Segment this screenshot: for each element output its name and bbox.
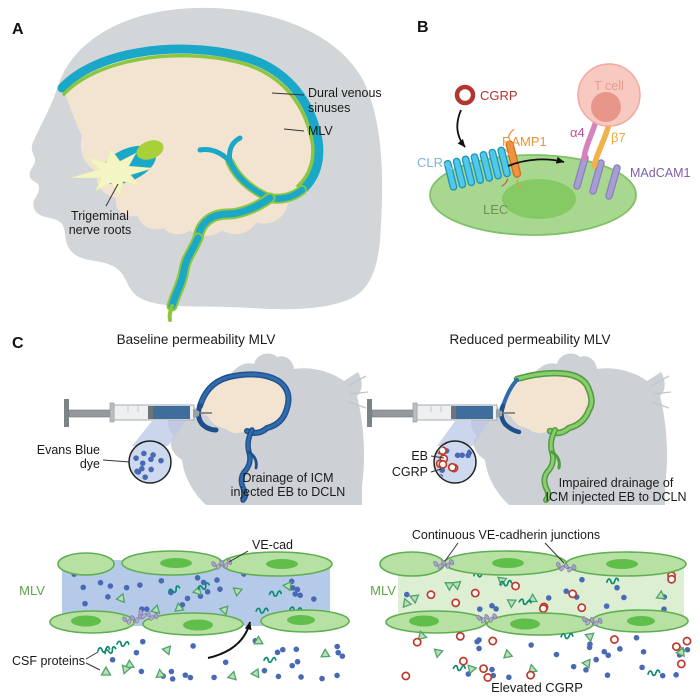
panel-b: B LEC CGRP RAMP1 CLR: [417, 19, 690, 236]
ramp1-leader-line: [504, 148, 512, 158]
cell-nuclei-right: [409, 558, 655, 630]
csf-leader-line-2: [85, 662, 101, 671]
mlv-label-left-vessel: MLV: [19, 583, 45, 598]
beta7-integrin: [591, 121, 612, 169]
panel-a: A Dural venous sinuses MLV Trigeminal ne…: [12, 7, 383, 322]
eb-leader-line: [430, 455, 445, 459]
drainage-left-line1: Drainage of ICM: [242, 471, 333, 485]
csf-leader-line-1: [85, 651, 99, 660]
panel-b-letter: B: [417, 19, 429, 36]
madcam1-label: MAdCAM1: [630, 166, 690, 180]
junction-leader-line-1: [444, 542, 459, 562]
signaling-arrow: [507, 156, 565, 167]
lec-nucleus: [502, 179, 576, 219]
csf-label: CSF proteins: [12, 654, 85, 668]
clr-leader-line: [442, 162, 455, 171]
evans-label-line1: Evans Blue: [37, 443, 100, 457]
entry-arrow: [207, 621, 252, 659]
csf-scatter-left: [104, 635, 346, 682]
left-title: Baseline permeability MLV: [117, 332, 276, 347]
right-title: Reduced permeability MLV: [449, 332, 610, 347]
alpha4-label: α4: [570, 125, 585, 140]
drainage-right-line1: Impaired drainage of: [559, 476, 674, 490]
mouse-brain-right: [501, 375, 590, 434]
cgrp-ligand-icon: [454, 84, 476, 106]
mlv-leader-line: [283, 128, 305, 132]
cgrp-label-right: CGRP: [392, 465, 428, 479]
panel-a-letter: A: [12, 21, 24, 38]
beta7-label: β7: [611, 130, 626, 145]
syringe-left: [64, 399, 212, 427]
evans-blue-dots: [133, 450, 164, 480]
drainage-left-line2: injected EB to DCLN: [231, 485, 346, 499]
vessel-lumen-contents-left: [71, 571, 317, 616]
lec-label: LEC: [483, 202, 508, 217]
panel-c: C Baseline permeability MLV Reduced perm…: [12, 332, 692, 695]
magnifier-circle-left: [128, 440, 172, 484]
ramp1-label: RAMP1: [502, 134, 547, 149]
dural-label-line2: sinuses: [308, 101, 350, 115]
cell-nuclei-left: [71, 558, 315, 631]
magnifier-cone-right: [437, 421, 489, 446]
reduced-mouse-illustration: [471, 353, 672, 505]
whiskers-left: [347, 375, 369, 409]
dural-sinus-crown: [57, 44, 324, 195]
evans-leader-line: [102, 459, 130, 463]
junction-leader-line-2: [544, 542, 565, 564]
t-cell-label: T cell: [594, 79, 624, 93]
drainage-right-line2: ICM injected EB to DCLN: [545, 490, 686, 504]
reduced-vessel: Continuous VE-cadherin junctions MLV Ele…: [370, 528, 692, 695]
trigeminal-label-line2: nerve roots: [69, 223, 132, 237]
vessel-lumen-contents-right: [402, 570, 677, 614]
dural-leader-line: [271, 92, 305, 96]
cgrp-leader-line-right: [430, 468, 442, 473]
evans-label-line2: dye: [80, 457, 100, 471]
t-cell-nucleus: [591, 92, 621, 122]
madcam1-molecules: [573, 154, 621, 200]
cgrp-binding-arrow: [456, 109, 466, 148]
mouse-brain-left: [198, 375, 287, 434]
vecad-leader-line: [228, 550, 249, 563]
panel-c-letter: C: [12, 335, 24, 352]
evans-blue-filled-mlv: [195, 371, 292, 503]
whiskers-right: [650, 375, 672, 409]
csf-scatter-right: [401, 630, 692, 682]
clr-label: CLR: [417, 155, 443, 170]
cgrp-label: CGRP: [480, 88, 518, 103]
trigeminal-nerve-star: [71, 147, 154, 198]
brainstem-vessel-tail: [167, 304, 174, 322]
galen-fork-2: [227, 135, 243, 165]
trigeminal-lime-blob: [136, 140, 164, 160]
mlv-label: MLV: [308, 124, 333, 138]
syringe-right: [367, 399, 515, 427]
csf-triangle-target: [100, 665, 112, 676]
elevated-cgrp-label: Elevated CGRP: [491, 680, 583, 695]
clr-ramp1-receptor: [443, 128, 523, 191]
straight-sinus: [194, 194, 274, 242]
baseline-mouse-illustration: [168, 353, 369, 505]
brainstem-vessel: [168, 234, 202, 310]
magnifier-cone-left: [132, 421, 186, 446]
baseline-vessel: VE-cad MLV CSF proteins: [12, 538, 350, 682]
alpha4-integrin: [581, 118, 599, 162]
empty-green-mlv: [499, 369, 595, 503]
eb-label: EB: [411, 449, 428, 463]
trigeminal-leader-line: [105, 183, 119, 207]
mlv-crown-line: [62, 53, 315, 188]
dural-label-line1: Dural venous: [308, 86, 382, 100]
mlv-label-right-vessel: MLV: [370, 583, 396, 598]
junctions-label: Continuous VE-cadherin junctions: [412, 528, 600, 542]
trigeminal-label-line1: Trigeminal: [71, 209, 129, 223]
vecad-label: VE-cad: [252, 538, 293, 552]
csf-squiggle-target: [97, 645, 111, 653]
